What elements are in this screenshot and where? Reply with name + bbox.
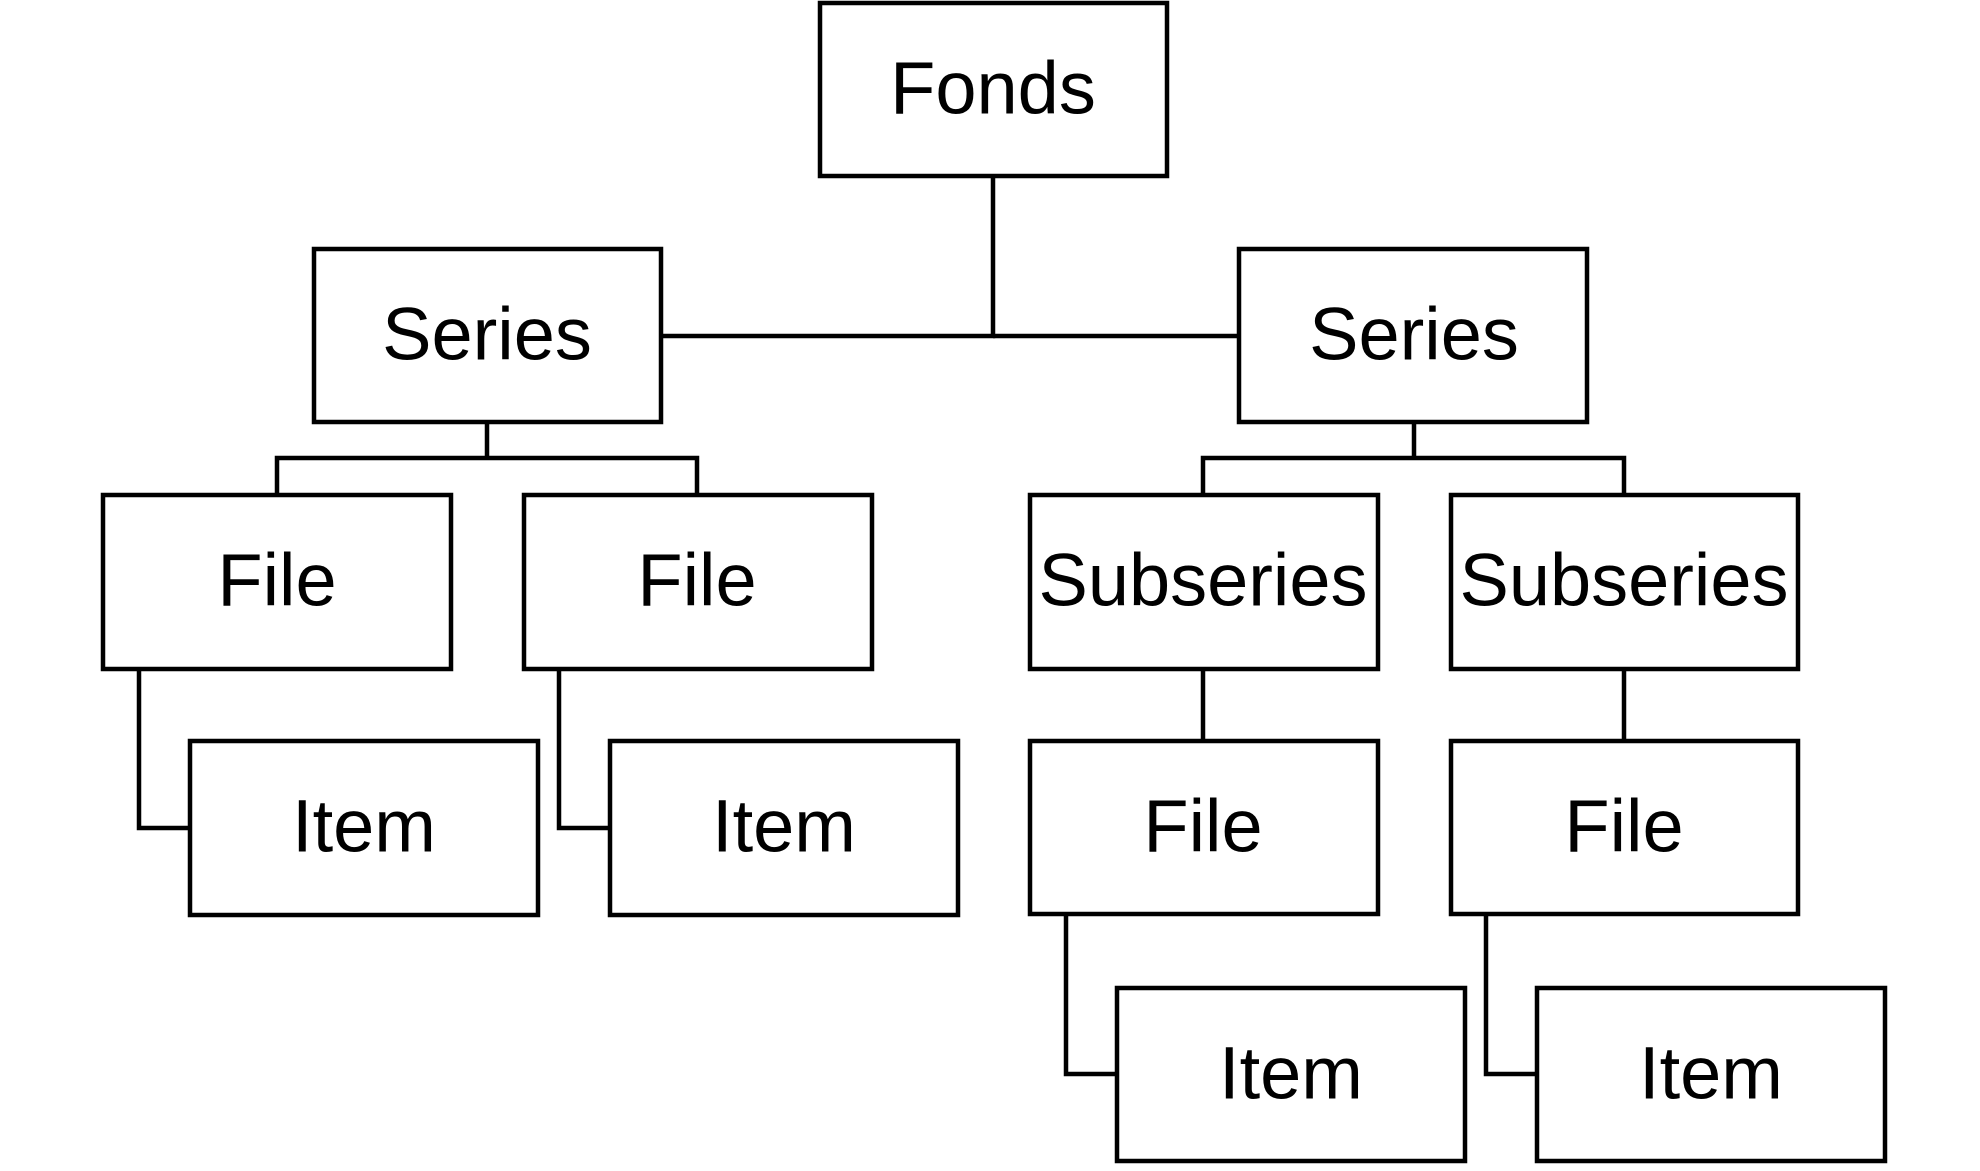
node-label: Item <box>1639 1032 1783 1115</box>
edge-file-left-1-item <box>136 669 190 831</box>
edge-fonds-series-left <box>661 176 996 339</box>
node-label: Item <box>712 785 856 868</box>
edge-file-sub-1-item <box>1063 914 1117 1077</box>
node-fonds: Fonds <box>817 0 1170 179</box>
node-item-left-2: Item <box>607 738 961 918</box>
node-label: Fonds <box>890 47 1096 130</box>
edge-series-right-subseries <box>1200 422 1627 495</box>
edge-file-sub-2-item <box>1483 914 1537 1077</box>
node-label: Item <box>292 785 436 868</box>
node-label: File <box>217 539 336 622</box>
node-item-sub-2: Item <box>1534 985 1888 1164</box>
node-file-sub-1: File <box>1027 738 1381 917</box>
node-file-left-1: File <box>100 492 454 672</box>
node-label: Subseries <box>1038 539 1367 622</box>
node-label: File <box>1564 785 1683 868</box>
node-series-left: Series <box>311 246 664 425</box>
edge-file-left-2-item <box>556 669 610 831</box>
node-label: File <box>1143 785 1262 868</box>
edge-series-left-files <box>274 422 700 495</box>
node-file-left-2: File <box>521 492 875 672</box>
node-label: File <box>637 539 756 622</box>
node-label: Series <box>1309 293 1519 376</box>
node-subseries-2: Subseries <box>1448 492 1801 672</box>
node-subseries-1: Subseries <box>1027 492 1381 672</box>
node-label: Subseries <box>1459 539 1788 622</box>
node-file-sub-2: File <box>1448 738 1801 917</box>
node-label: Item <box>1219 1032 1363 1115</box>
node-item-left-1: Item <box>187 738 541 918</box>
node-series-right: Series <box>1236 246 1590 425</box>
node-item-sub-1: Item <box>1114 985 1468 1164</box>
connectors <box>136 176 1627 1077</box>
node-label: Series <box>382 293 592 376</box>
